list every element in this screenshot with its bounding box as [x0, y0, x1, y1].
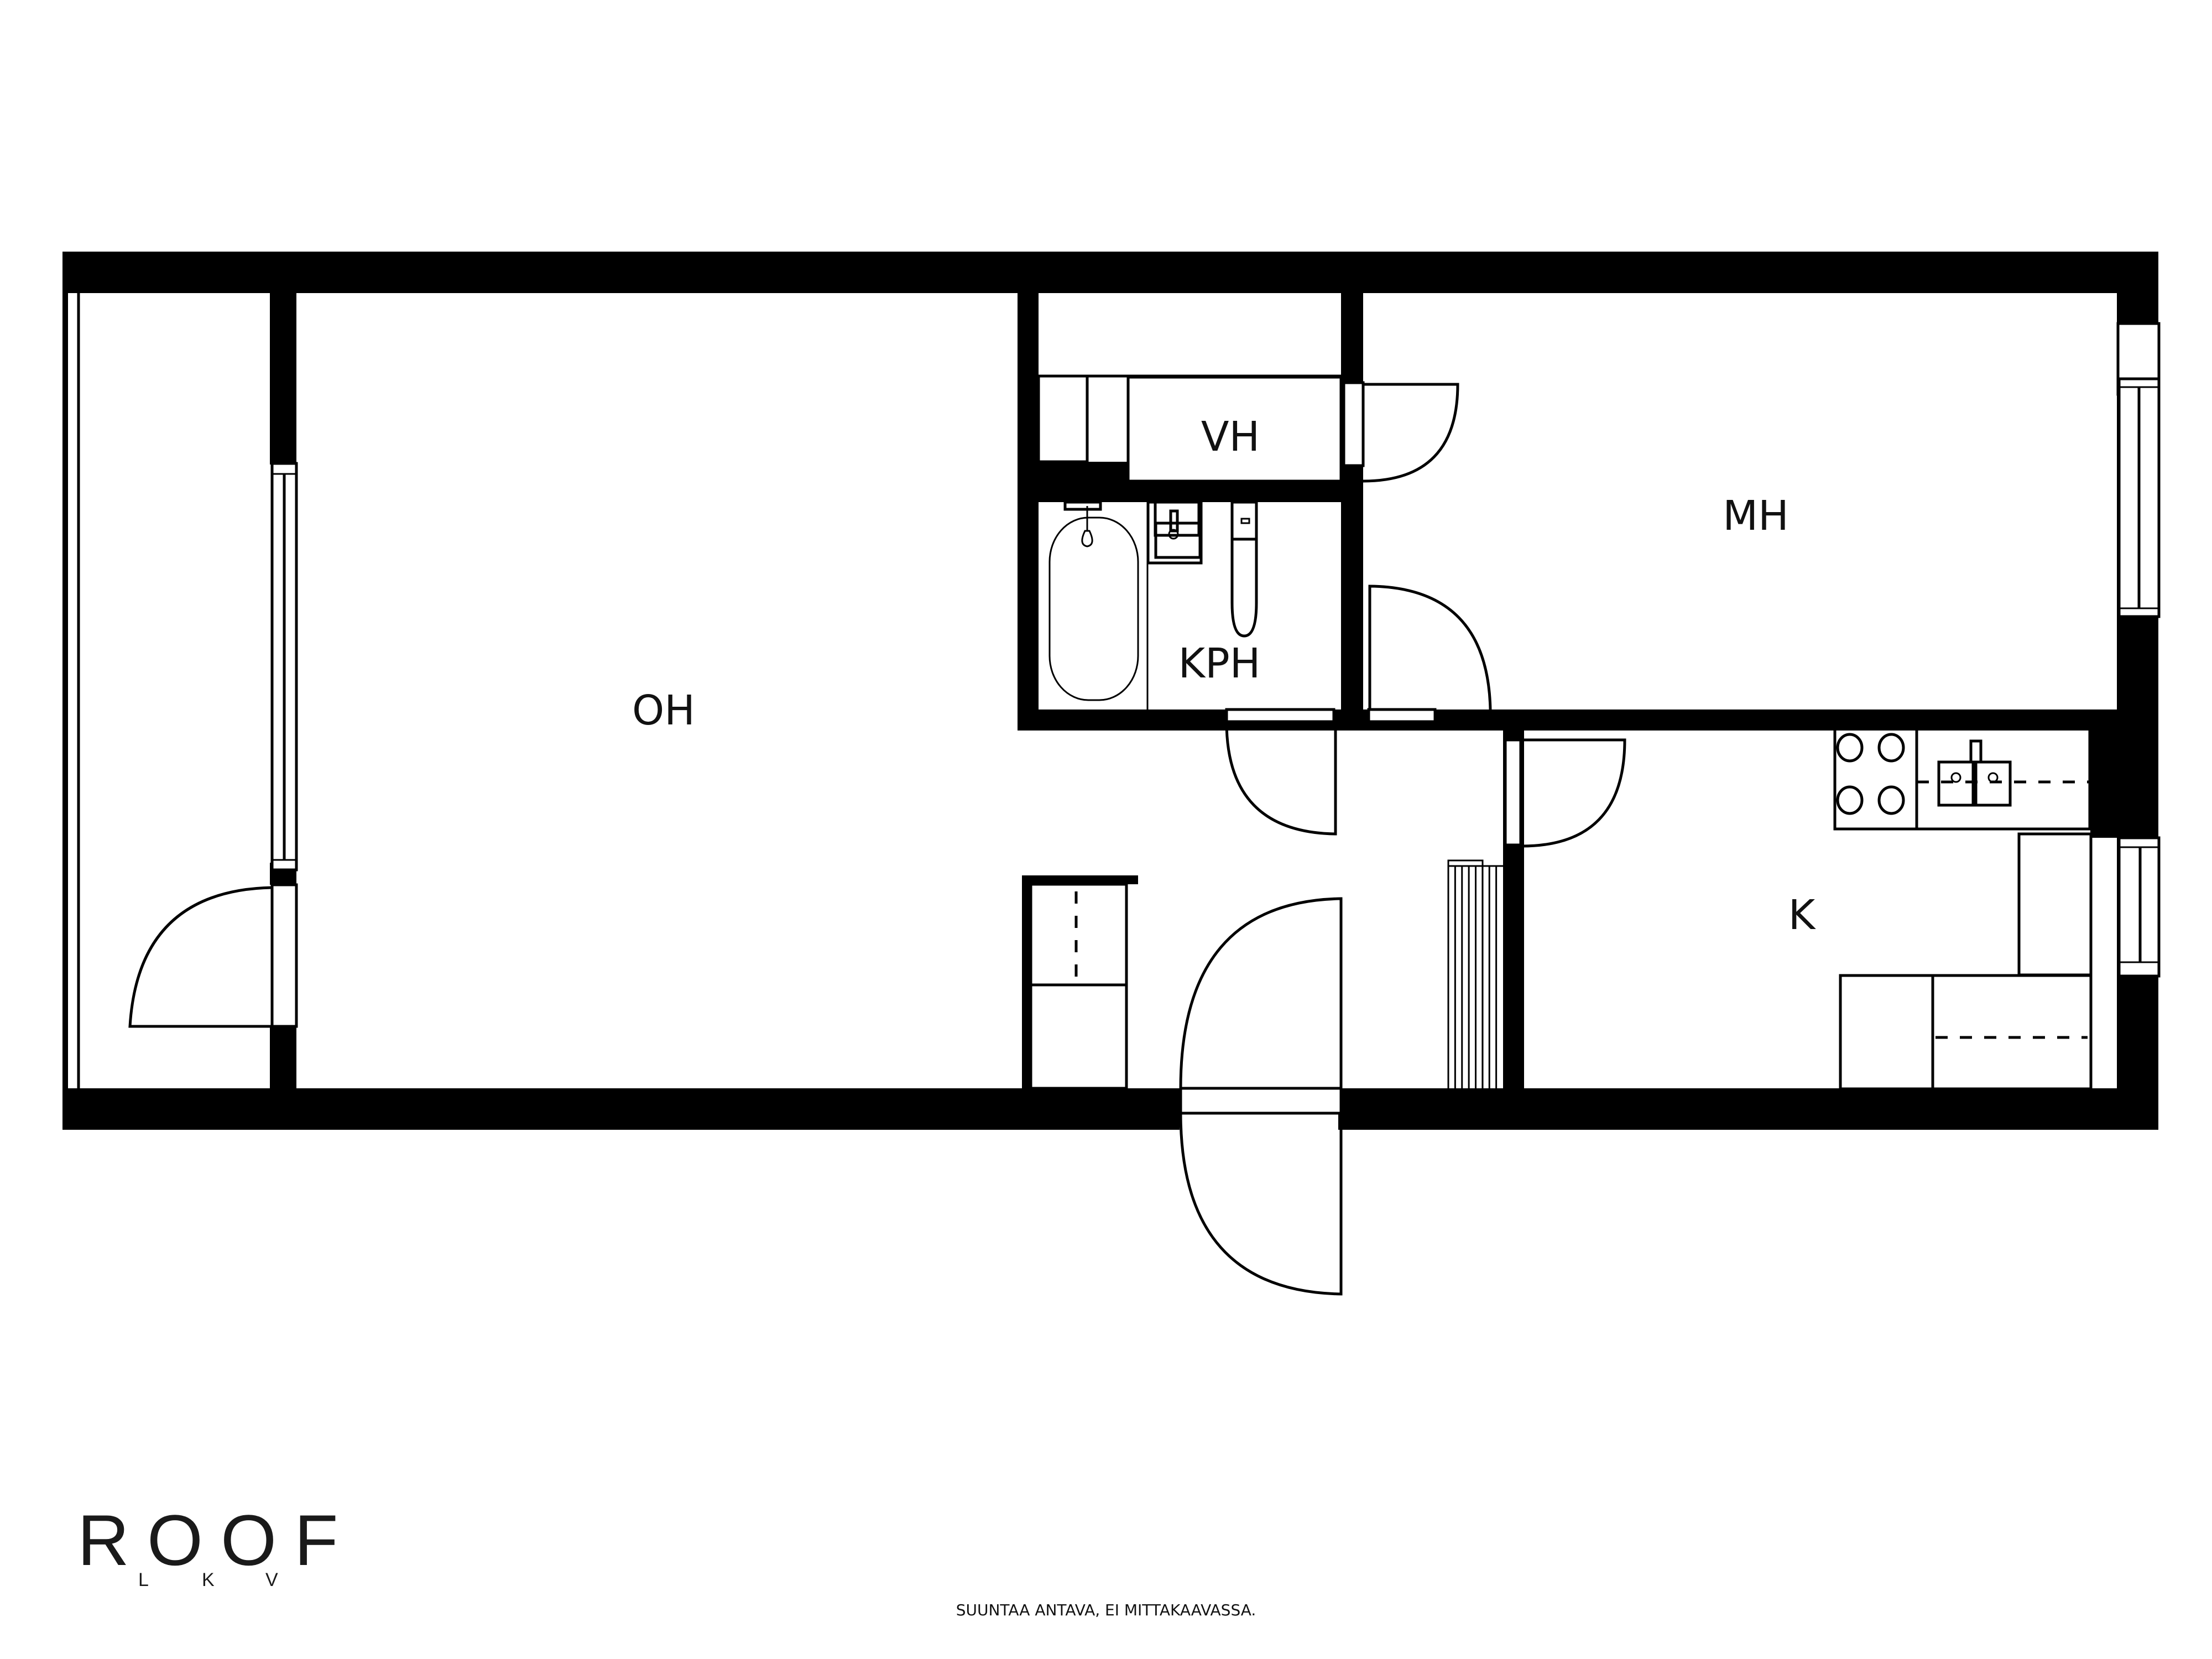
vh-closet [1037, 374, 1459, 483]
window-kitchen [2117, 836, 2161, 978]
balcony [77, 293, 298, 1088]
wall-bottom-right [1338, 1088, 2158, 1130]
wall-left-edge [62, 252, 68, 1130]
lkv-logo-subtitle: L K V [138, 1571, 329, 1589]
hall [1029, 859, 1484, 1296]
kitchen-door[interactable] [1504, 738, 1626, 848]
hall-radiator-stripes [1447, 865, 1503, 1088]
kph-door[interactable] [1225, 708, 1337, 836]
room-label-mh: MH [1723, 492, 1789, 540]
kitchen-counter [1915, 724, 2091, 831]
wall-top [62, 252, 2158, 293]
roof-logo: ROOF [77, 1500, 356, 1580]
wall-bottom-left [62, 1088, 1180, 1130]
vh-door[interactable] [1342, 381, 1459, 483]
kitchen-counter-bottom-right [1931, 974, 2093, 1091]
bathroom [1048, 500, 1337, 836]
bathtub-icon [1048, 500, 1139, 701]
room-label-kph: KPH [1178, 640, 1261, 687]
kitchen-counter-bottom-left [1839, 974, 1934, 1091]
hall-closet [1029, 883, 1128, 1090]
window-balcony [270, 462, 298, 872]
kitchen [1504, 724, 2161, 1091]
room-label-oh: OH [632, 687, 695, 734]
scale-disclaimer: SUUNTAA ANTAVA, EI MITTAKAAVASSA. [956, 1601, 1256, 1619]
exterior-walls [62, 252, 2158, 1130]
room-label-vh: VH [1201, 413, 1260, 461]
mh-door[interactable] [1367, 585, 1492, 723]
toilet-icon [1154, 500, 1258, 638]
window-mh [2116, 322, 2161, 618]
kitchen-sink-icon [1937, 739, 2012, 807]
logo-letter: K [202, 1569, 215, 1590]
stove-icon [1833, 724, 1918, 831]
radiator [1447, 859, 1484, 1091]
room-label-k: K [1788, 891, 1817, 939]
logo-letter: V [265, 1569, 278, 1590]
balcony-door[interactable] [128, 883, 298, 1028]
kitchen-cabinet [2017, 832, 2093, 977]
entrance-door[interactable] [1179, 897, 1343, 1296]
logo-letter: L [138, 1569, 149, 1590]
